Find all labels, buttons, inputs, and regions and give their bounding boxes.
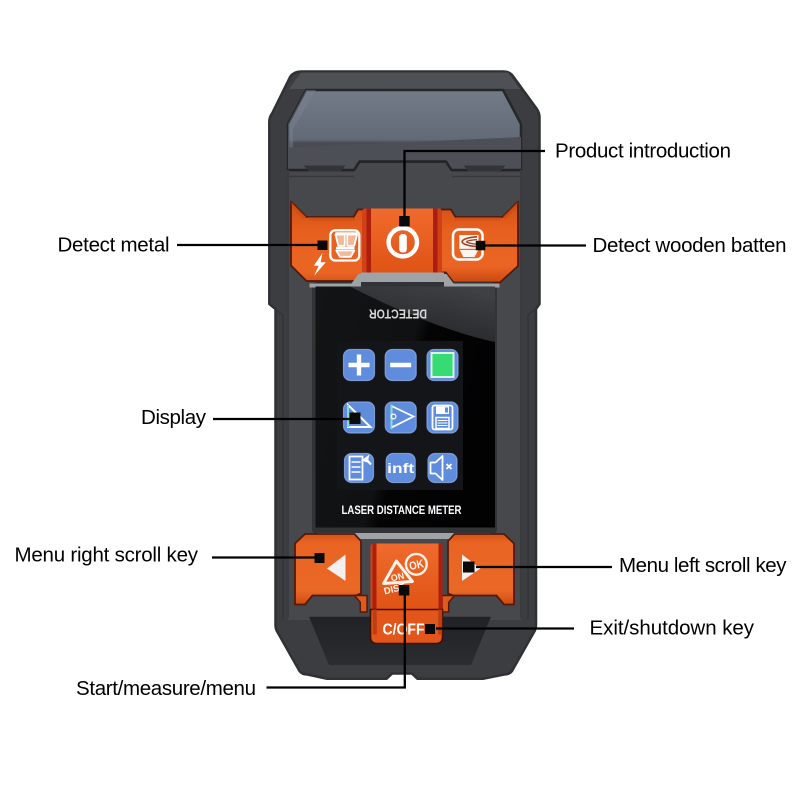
svg-text:OK: OK (408, 558, 425, 573)
svg-text:inft: inft (387, 461, 415, 476)
svg-text:Product introduction: Product introduction (555, 140, 731, 163)
svg-text:Detect metal: Detect metal (58, 234, 170, 257)
svg-text:Menu left scroll key: Menu left scroll key (619, 554, 787, 577)
svg-text:DETECTOR: DETECTOR (369, 307, 427, 322)
svg-text:ON: ON (390, 571, 406, 584)
svg-text:Menu right scroll key: Menu right scroll key (15, 544, 199, 567)
svg-text:Display: Display (141, 406, 207, 429)
svg-text:C/OFF: C/OFF (383, 622, 425, 639)
svg-text:Exit/shutdown key: Exit/shutdown key (590, 617, 755, 640)
svg-text:LASER DISTANCE METER: LASER DISTANCE METER (342, 503, 462, 517)
svg-text:Detect wooden batten: Detect wooden batten (593, 234, 787, 257)
svg-text:Start/measure/menu: Start/measure/menu (76, 677, 256, 700)
